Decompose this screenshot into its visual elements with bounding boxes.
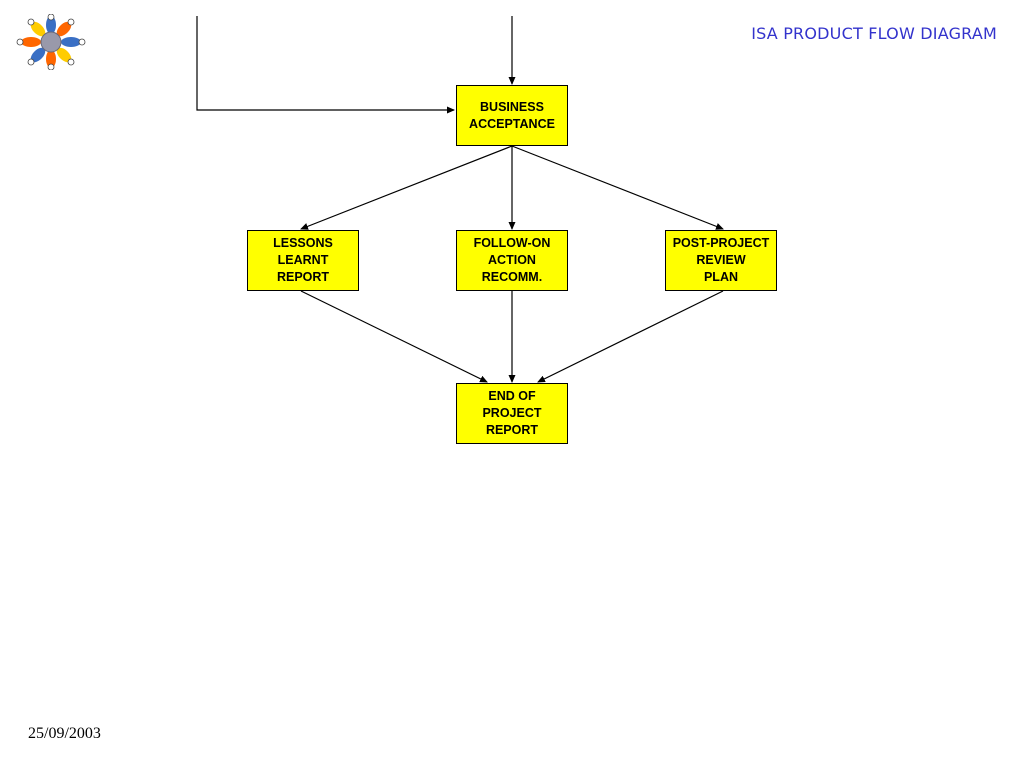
flower-people-logo-icon — [16, 14, 86, 70]
logo-heads — [16, 14, 86, 70]
node-business-acceptance: BUSINESS ACCEPTANCE — [456, 85, 568, 146]
node-post-project-review: POST-PROJECT REVIEW PLAN — [665, 230, 777, 291]
page-title: ISA PRODUCT FLOW DIAGRAM — [751, 24, 997, 43]
node-follow-on-action: FOLLOW-ON ACTION RECOMM. — [456, 230, 568, 291]
connector-lessons-to-end — [300, 290, 488, 383]
node-end-of-project-report: END OF PROJECT REPORT — [456, 383, 568, 444]
node-label: BUSINESS ACCEPTANCE — [469, 99, 555, 131]
node-label: LESSONS LEARNT REPORT — [273, 236, 333, 284]
logo-petals — [21, 16, 81, 68]
connector-postproject-to-end — [537, 290, 724, 383]
node-lessons-learnt-report: LESSONS LEARNT REPORT — [247, 230, 359, 291]
logo-center — [40, 31, 62, 53]
node-label: POST-PROJECT REVIEW PLAN — [672, 236, 770, 284]
node-label: FOLLOW-ON ACTION RECOMM. — [473, 236, 551, 284]
node-label: END OF PROJECT REPORT — [482, 389, 542, 437]
connector-business-to-lessons — [300, 145, 513, 230]
slide-date: 25/09/2003 — [28, 725, 101, 742]
connector-left-incoming — [196, 16, 455, 114]
connector-business-to-postproject — [511, 145, 724, 230]
